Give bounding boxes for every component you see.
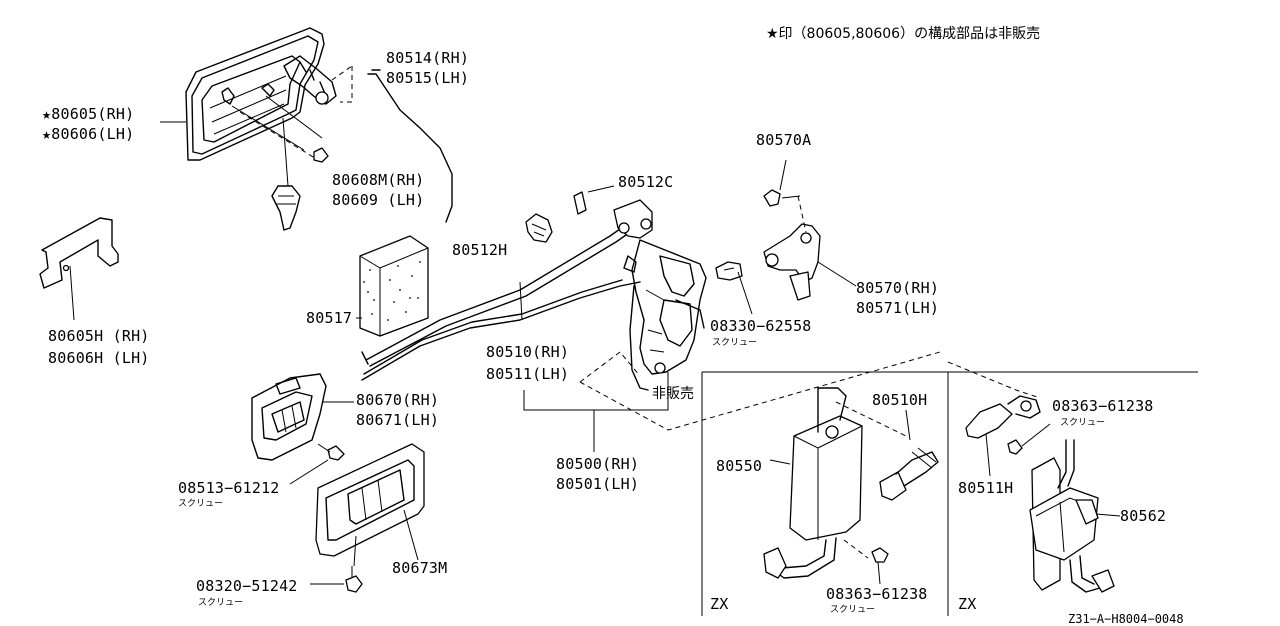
label-80500: 80500(RH): [556, 455, 640, 473]
label-80514: 80514(RH): [386, 49, 470, 67]
label-80550: 80550: [716, 457, 763, 475]
screw-08363-left: [871, 547, 889, 585]
label-80570a: 80570A: [756, 131, 812, 149]
rods-80510-80511: [361, 221, 641, 381]
motor-80562: [1029, 439, 1121, 593]
label-80501: 80501(LH): [556, 475, 640, 493]
screw-08363-right: [1007, 423, 1051, 455]
label-08513-screw: スクリュー: [178, 499, 224, 509]
label-08363-left-screw: スクリュー: [830, 605, 876, 615]
label-08320-screw: スクリュー: [198, 598, 244, 608]
label-08513: 08513−61212: [178, 479, 280, 497]
rod-80514: [367, 69, 453, 223]
label-08363-left: 08363−61238: [826, 585, 928, 603]
label-80515: 80515(LH): [386, 69, 470, 87]
label-80609: 80609 (LH): [332, 191, 425, 209]
screw-08513: [289, 443, 345, 485]
label-nonsale: 非販売: [652, 386, 694, 402]
label-80606: ★80606(LH): [42, 125, 135, 143]
outside-handle-assembly: [160, 27, 353, 231]
clip-80512c: [573, 185, 615, 215]
label-08363-right-screw: スクリュー: [1060, 418, 1106, 428]
door-lock-latch: [613, 199, 707, 391]
footer-code: Z31−A−H8004−0048: [1068, 612, 1184, 626]
assembly-bracket-80500: [523, 351, 941, 452]
label-80671: 80671(LH): [356, 411, 440, 429]
label-80670: 80670(RH): [356, 391, 440, 409]
label-08330-screw: スクリュー: [712, 338, 758, 348]
actuator-80550: [763, 387, 869, 579]
label-zx-right: ZX: [958, 595, 977, 613]
zx-leader: [947, 361, 1041, 399]
label-80605h: 80605H (RH): [48, 327, 150, 345]
pad-80517: [356, 235, 429, 337]
striker-80570: [763, 223, 857, 301]
header-note: ★印（80605,80606）の構成部品は非販売: [766, 26, 1041, 42]
label-80512c: 80512C: [618, 173, 674, 191]
label-08330: 08330−62558: [710, 317, 812, 335]
latch-leader: [579, 351, 641, 383]
label-80510: 80510(RH): [486, 343, 570, 361]
label-zx-left: ZX: [710, 595, 729, 613]
screw-08320: [310, 566, 363, 593]
escutcheon-80673m: [315, 443, 425, 567]
label-08363-right: 08363−61238: [1052, 397, 1154, 415]
label-80570: 80570(RH): [856, 279, 940, 297]
label-80673m: 80673M: [392, 559, 448, 577]
label-80512h: 80512H: [452, 241, 508, 259]
screw-80570a: [763, 159, 807, 233]
label-80562: 80562: [1120, 507, 1167, 525]
rod-80511h: [965, 395, 1041, 477]
label-80571: 80571(LH): [856, 299, 940, 317]
screw-08330: [715, 261, 753, 315]
inside-handle-80670: [251, 373, 354, 461]
label-80510h: 80510H: [872, 391, 928, 409]
zx-box: [701, 371, 1198, 616]
bracket-80605h: [39, 217, 119, 321]
label-80606h: 80606H (LH): [48, 349, 150, 367]
label-80608m: 80608M(RH): [332, 171, 425, 189]
label-80511h: 80511H: [958, 479, 1014, 497]
label-08320: 08320−51242: [196, 577, 298, 595]
rod-80510h: [835, 401, 939, 501]
label-80605: ★80605(RH): [42, 105, 135, 123]
label-80517: 80517: [306, 309, 353, 327]
label-80511: 80511(LH): [486, 365, 570, 383]
clip-80512h: [525, 213, 553, 243]
